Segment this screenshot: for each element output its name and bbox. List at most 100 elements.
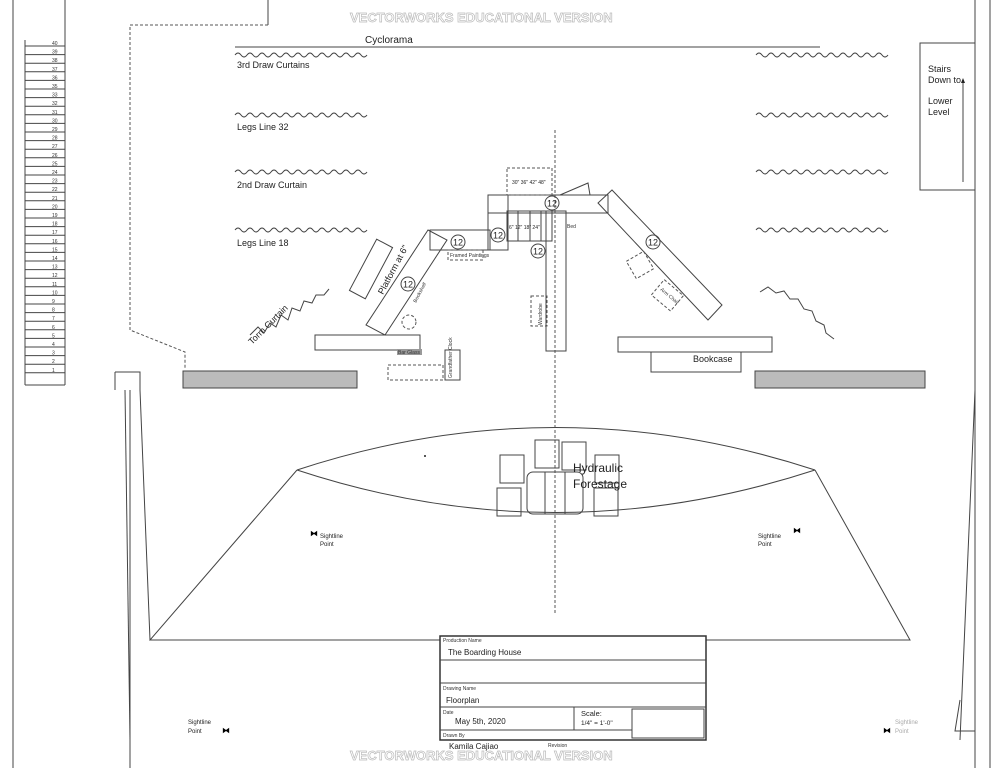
ruler-number: 16 — [52, 239, 58, 245]
sightline-icon: ⧓ — [793, 526, 801, 535]
ruler-number: 23 — [52, 179, 58, 185]
left-ruler: 4039383736353332313029282726252423222120… — [25, 41, 65, 374]
curtains — [234, 52, 889, 233]
height-marker-label: 12 — [453, 238, 463, 248]
third-draw-label: 3rd Draw Curtains — [237, 60, 310, 70]
curtain-line — [234, 52, 368, 58]
svg-text:Scale:: Scale: — [581, 709, 602, 718]
sightline-icon: ⧓ — [310, 529, 318, 538]
svg-text:Revision: Revision — [548, 743, 567, 749]
ruler-number: 4 — [52, 342, 55, 348]
height-marker-label: 12 — [403, 280, 413, 290]
ruler-number: 18 — [52, 222, 58, 228]
framed-paintings-label: Framed Paintings — [450, 253, 490, 259]
height-marker — [400, 276, 416, 292]
svg-text:Date: Date — [443, 710, 454, 716]
step-label: 6" 12" 18" 24" — [509, 225, 540, 231]
forestage-label: Hydraulic Forestage — [573, 461, 627, 491]
ruler-number: 20 — [52, 204, 58, 210]
ruler-number: 19 — [52, 213, 58, 219]
stairs-label: Stairs Down to Lower Level — [928, 64, 964, 117]
ruler-number: 35 — [52, 84, 58, 90]
grandfather-clock-label: Grandfather Clock — [448, 337, 454, 378]
bookcase-label: Bookcase — [693, 354, 733, 364]
sightline-icon: ⧓ — [883, 726, 891, 735]
curtain-line — [234, 169, 368, 175]
torm-curtain-right — [759, 286, 835, 340]
height-marker — [490, 227, 506, 243]
ruler-number: 8 — [52, 308, 55, 314]
drawn-by: Kamila Cajiao — [449, 742, 499, 751]
ruler-number: 5 — [52, 333, 55, 339]
ruler-number: 27 — [52, 144, 58, 150]
ruler-number: 2 — [52, 359, 55, 365]
curtain-line — [755, 227, 889, 233]
ruler-number: 37 — [52, 67, 58, 73]
ruler-number: 28 — [52, 136, 58, 142]
platform-height-markers: 12 12 12 12 12 12 — [400, 195, 661, 292]
upper-step-label: 30" 36" 42" 48" — [512, 180, 546, 186]
height-marker-label: 12 — [547, 199, 557, 209]
bar-glass-label: Bar Glass — [398, 350, 420, 356]
svg-text:Drawn By: Drawn By — [443, 733, 465, 739]
curtain-line — [755, 169, 889, 175]
ruler-number: 29 — [52, 127, 58, 133]
svg-text:Drawing Name: Drawing Name — [443, 686, 476, 692]
ruler-number: 21 — [52, 196, 58, 202]
ruler-number: 33 — [52, 93, 58, 99]
legs32-label: Legs Line 32 — [237, 122, 289, 132]
ruler-number: 7 — [52, 316, 55, 322]
title-block: Production Name The Boarding House Drawi… — [439, 635, 707, 751]
curtain-line — [755, 52, 889, 58]
second-draw-label: 2nd Draw Curtain — [237, 180, 307, 190]
ruler-number: 31 — [52, 110, 58, 116]
svg-text:Production Name: Production Name — [443, 638, 482, 644]
curtain-line — [234, 227, 368, 233]
height-marker — [544, 195, 560, 211]
scale: 1/4" = 1'-0" — [581, 720, 613, 727]
height-marker-label: 12 — [493, 231, 503, 241]
cyclorama-label: Cyclorama — [365, 35, 413, 46]
ruler-number: 24 — [52, 170, 58, 176]
height-marker-label: 12 — [533, 247, 543, 257]
ruler-number: 40 — [52, 41, 58, 47]
drawing-name: Floorplan — [446, 696, 479, 705]
watermark-bottom: VECTORWORKS EDUCATIONAL VERSION — [350, 748, 613, 763]
torm-curtain-label: Torm Curtain — [246, 303, 289, 346]
ruler-number: 25 — [52, 161, 58, 167]
wardrobe-label: Wardrobe — [538, 303, 544, 325]
bed-label: Bed — [567, 224, 576, 230]
date: May 5th, 2020 — [455, 717, 506, 726]
height-marker — [450, 234, 466, 250]
watermark-top: VECTORWORKS EDUCATIONAL VERSION — [350, 10, 613, 25]
ruler-number: 9 — [52, 299, 55, 305]
ruler-number: 30 — [52, 118, 58, 124]
legs18-label: Legs Line 18 — [237, 238, 289, 248]
proscenium-left — [182, 370, 358, 389]
curtain-line — [234, 112, 368, 118]
ruler-number: 15 — [52, 247, 58, 253]
production-name: The Boarding House — [448, 648, 522, 657]
height-marker — [530, 243, 546, 259]
ruler-number: 26 — [52, 153, 58, 159]
ruler-number: 22 — [52, 187, 58, 193]
ruler-number: 14 — [52, 256, 58, 262]
ruler-number: 10 — [52, 290, 58, 296]
height-marker-label: 12 — [648, 238, 658, 248]
ruler-number: 32 — [52, 101, 58, 107]
stairs-box — [919, 42, 976, 191]
ruler-number: 17 — [52, 230, 58, 236]
set-platforms — [314, 167, 773, 381]
torm-curtain-left — [249, 288, 330, 336]
ruler-number: 36 — [52, 75, 58, 81]
height-marker — [645, 234, 661, 250]
